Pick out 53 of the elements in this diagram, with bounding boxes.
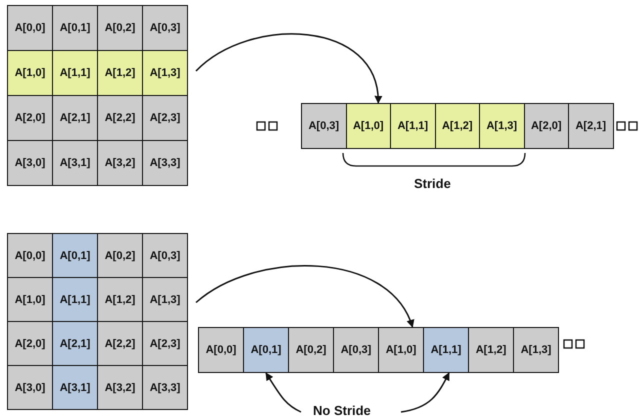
array-cell: A[2,2] xyxy=(97,95,143,141)
array-cell: A[2,3] xyxy=(142,321,188,366)
array-cell: A[2,3] xyxy=(142,95,188,141)
array-cell: A[0,1] xyxy=(243,327,289,373)
array-cell: A[0,3] xyxy=(301,103,346,149)
array-cell: A[2,0] xyxy=(7,95,53,141)
array-cell: A[0,0] xyxy=(7,233,53,278)
array-cell: A[1,0] xyxy=(346,103,391,149)
array-cell: A[3,2] xyxy=(97,140,143,186)
array-cell: A[0,1] xyxy=(52,5,98,51)
array-cell: A[1,0] xyxy=(7,277,53,322)
curved-arrow xyxy=(400,372,450,413)
array-cell: A[1,1] xyxy=(52,50,98,96)
array-cell: A[1,2] xyxy=(97,50,143,96)
array-cell: A[3,3] xyxy=(142,365,188,410)
array-cell: A[1,0] xyxy=(7,50,53,96)
array-cell: A[0,2] xyxy=(97,233,143,278)
curved-arrow xyxy=(196,33,382,104)
array-cell: A[2,0] xyxy=(524,103,569,149)
caption-text: No Stride xyxy=(313,403,371,418)
array-cell: A[3,0] xyxy=(7,140,53,186)
array-cell: A[0,1] xyxy=(52,233,98,278)
array-cell: A[1,2] xyxy=(468,327,514,373)
array-cell: A[1,0] xyxy=(378,327,424,373)
array-cell: A[1,2] xyxy=(97,277,143,322)
array-cell: A[0,2] xyxy=(288,327,334,373)
array-cell: A[2,1] xyxy=(568,103,614,149)
array-cell: A[0,0] xyxy=(7,5,53,51)
array-cell: A[2,2] xyxy=(97,321,143,366)
array-cell: A[1,3] xyxy=(513,327,559,373)
array-cell: A[1,3] xyxy=(479,103,524,149)
array-cell: A[2,1] xyxy=(52,321,98,366)
array-cell: A[0,3] xyxy=(142,5,188,51)
array-cell: A[1,3] xyxy=(142,277,188,322)
array-cell: A[3,1] xyxy=(52,365,98,410)
array-cell: A[3,2] xyxy=(97,365,143,410)
array-cell: A[2,0] xyxy=(7,321,53,366)
array-cell: A[3,3] xyxy=(142,140,188,186)
array-cell: A[0,0] xyxy=(198,327,244,373)
array-cell: A[1,1] xyxy=(390,103,436,149)
array-cell: A[3,1] xyxy=(52,140,98,186)
array-cell: A[0,2] xyxy=(97,5,143,51)
curved-arrow xyxy=(265,372,302,413)
stride-label: Stride xyxy=(414,176,451,191)
array-cell: A[0,3] xyxy=(333,327,379,373)
array-cell: A[0,3] xyxy=(142,233,188,278)
array-cell: A[3,0] xyxy=(7,365,53,410)
array-cell: A[2,1] xyxy=(52,95,98,141)
array-cell: A[1,2] xyxy=(434,103,480,149)
array-cell: A[1,1] xyxy=(423,327,469,373)
array-cell: A[1,3] xyxy=(142,50,188,96)
curved-arrow xyxy=(196,265,414,328)
array-cell: A[1,1] xyxy=(52,277,98,322)
